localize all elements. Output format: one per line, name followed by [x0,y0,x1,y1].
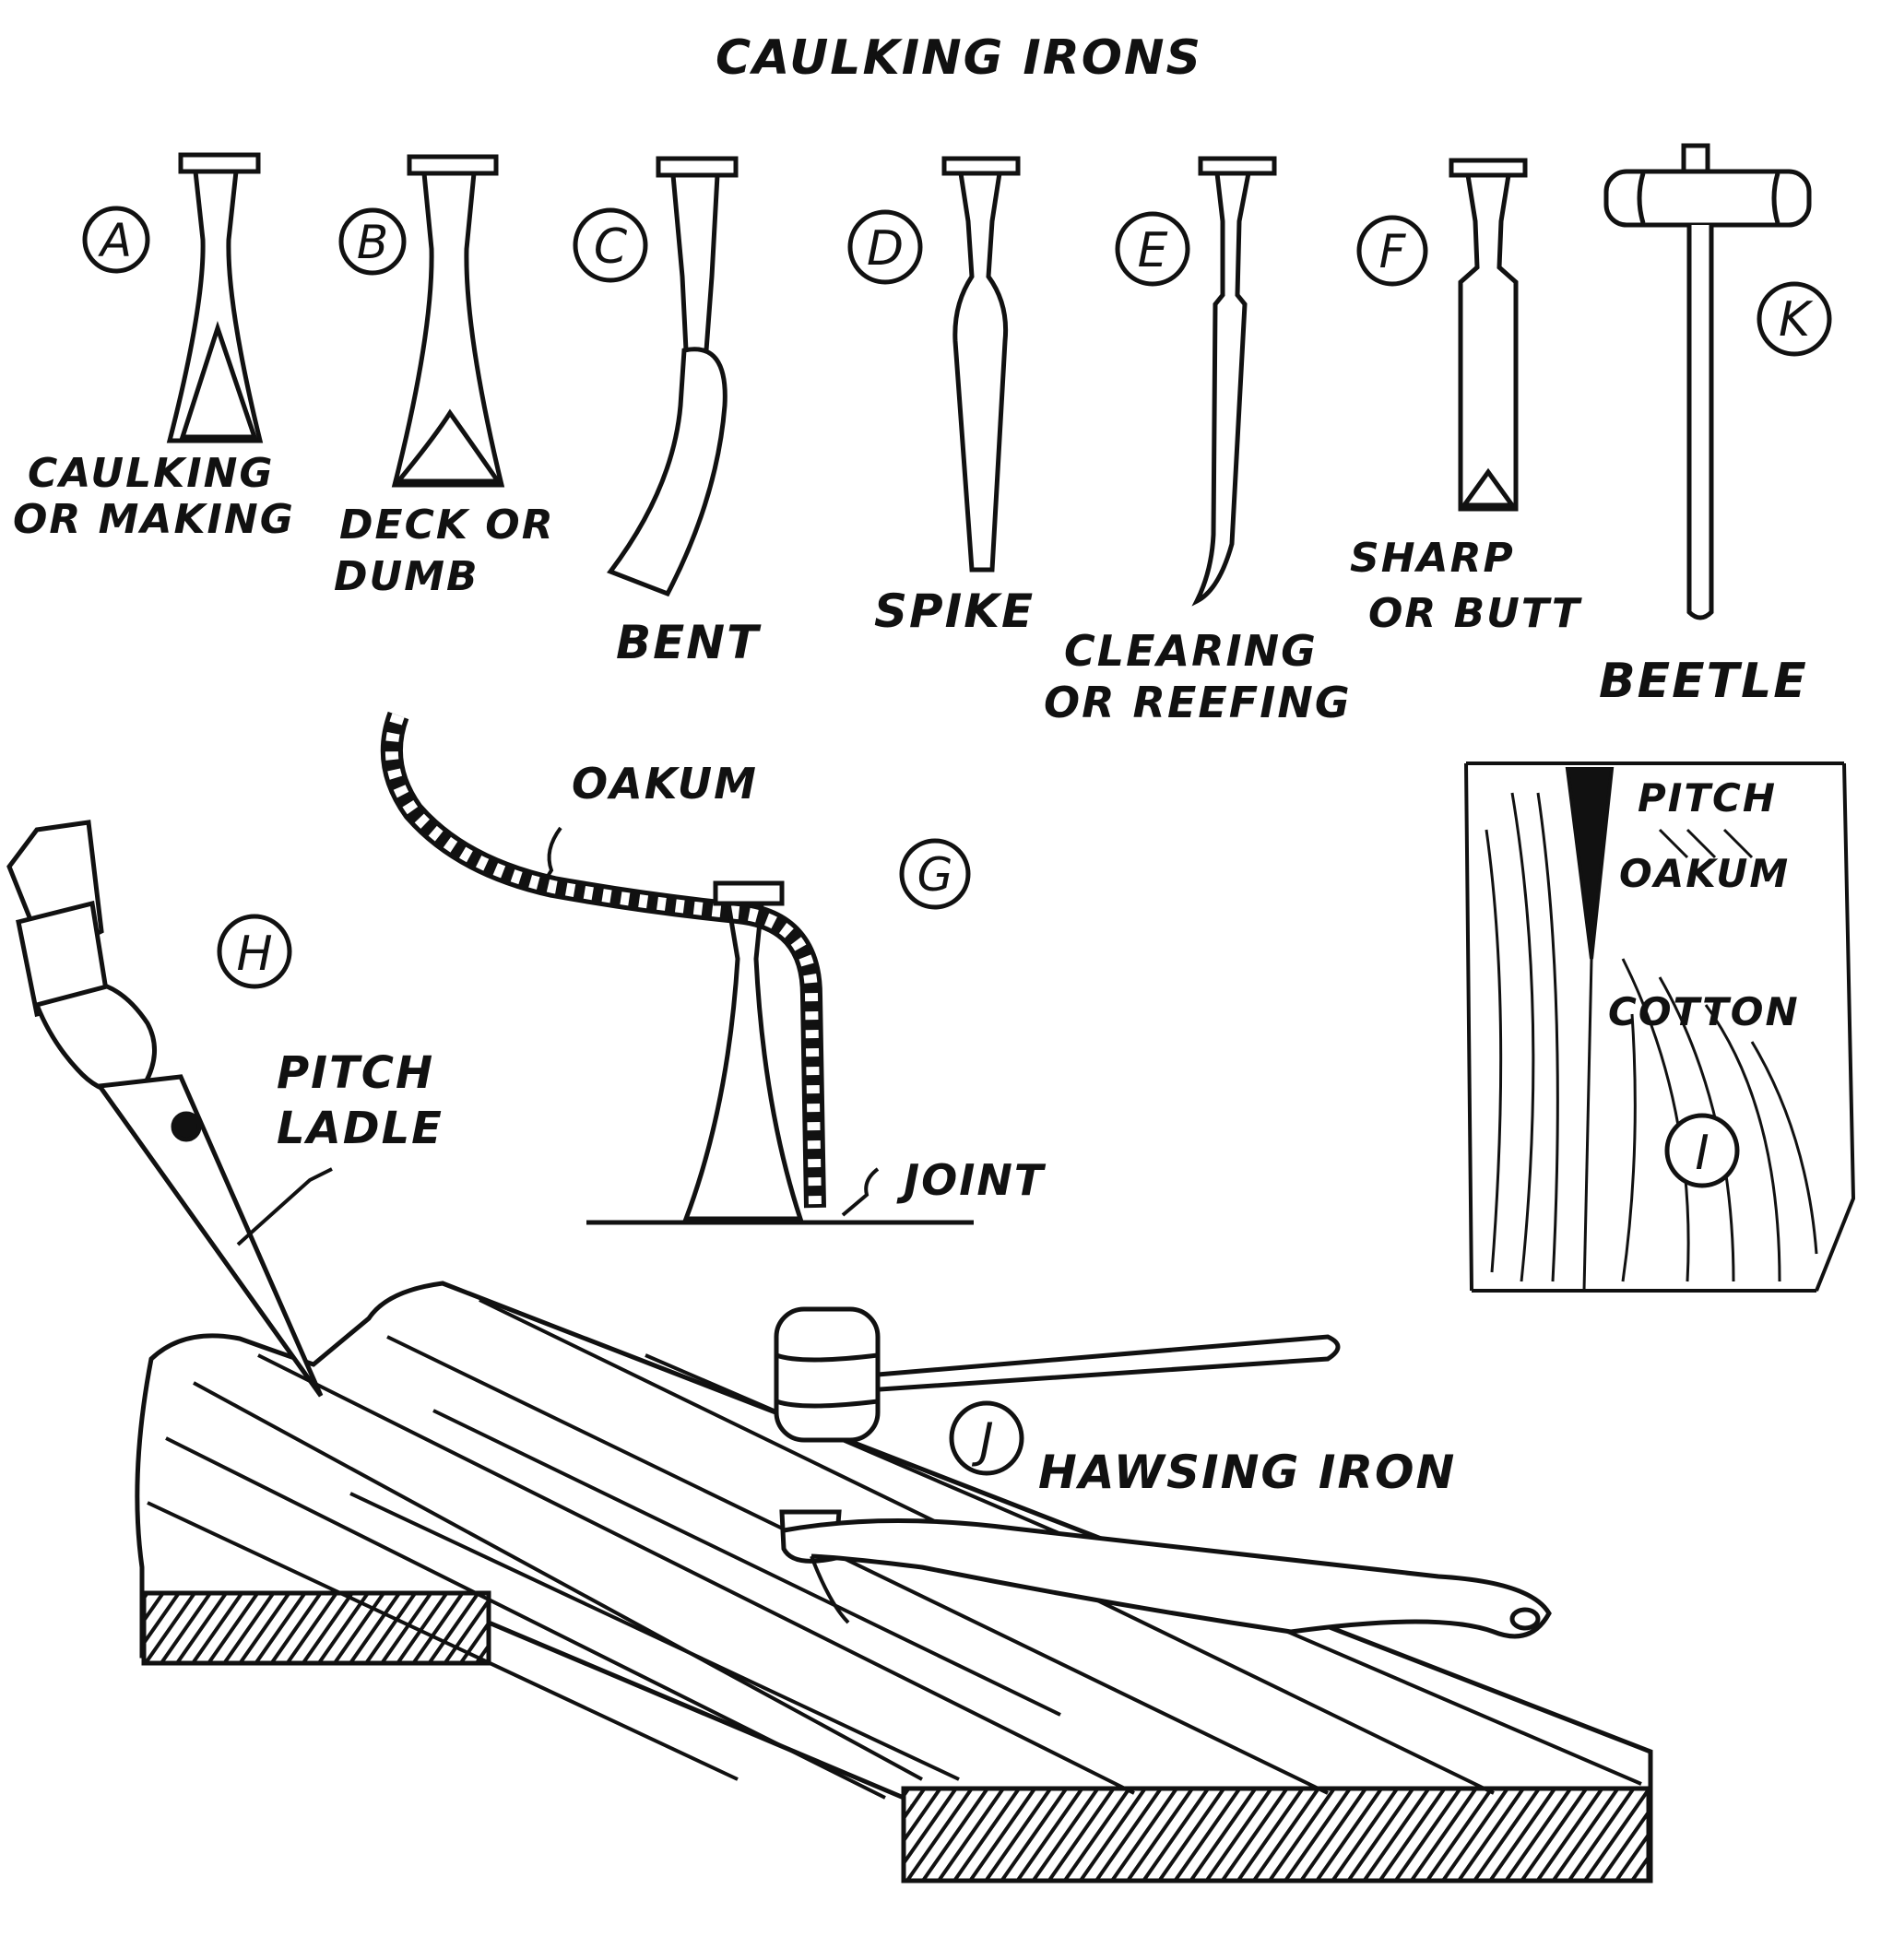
tool-a-name-line-1: CAULKING [28,450,275,497]
tool-a-name-line-2: OR MAKING [13,496,295,543]
tool-c-letter: C [594,219,628,275]
tool-k-beetle-mallet [1606,146,1809,618]
tool-c-bent-iron [610,159,736,594]
figure-i-oakum-label: OAKUM [1619,851,1790,896]
tool-e-name-line-2: OR REEFING [1044,678,1352,727]
tool-a-letter: A [98,214,132,267]
tool-f-name-line-2: OR BUTT [1368,590,1582,637]
tool-c-name: BENT [616,616,762,669]
figure-h-label-line-1: PITCH [277,1047,434,1099]
deck-end-grain-right [904,1789,1649,1881]
deck-end-grain-left [144,1593,489,1663]
tool-k-letter: K [1779,292,1814,348]
tool-d-spike-iron [944,159,1018,570]
figure-g-letter: G [917,848,953,902]
figure-h-letter: H [236,927,272,982]
tool-d-letter: D [867,221,904,277]
figure-j-label: HAWSING IRON [1038,1446,1456,1499]
tool-f-letter: F [1379,225,1407,278]
tool-b-name-line-1: DECK OR [339,502,555,549]
tool-f-sharp-iron [1451,160,1525,509]
figure-i-pitch-label: PITCH [1638,775,1777,821]
tool-e-letter: E [1138,223,1168,278]
figure-j-letter: J [971,1413,993,1469]
figure-h-label-line-2: LADLE [277,1103,444,1154]
tool-k-name: BEETLE [1599,654,1808,709]
tool-b-name-line-2: DUMB [334,553,479,600]
tool-b-deck-iron [395,157,502,485]
tool-e-name-line-1: CLEARING [1064,626,1318,676]
tool-b-letter: B [357,216,388,269]
figure-g-oakum-label: OAKUM [572,759,758,809]
figure-g-joint-label: JOINT [896,1155,1047,1205]
tool-a-caulking-iron [170,155,260,441]
figure-i-cotton-label: COTTON [1608,989,1800,1034]
figure-i-letter: I [1695,1126,1709,1181]
tool-d-name: SPIKE [874,584,1035,638]
tool-f-name-line-1: SHARP [1350,535,1515,582]
diagram-title: CAULKING IRONS [716,30,1202,86]
tool-e-clearing-iron [1197,159,1274,601]
